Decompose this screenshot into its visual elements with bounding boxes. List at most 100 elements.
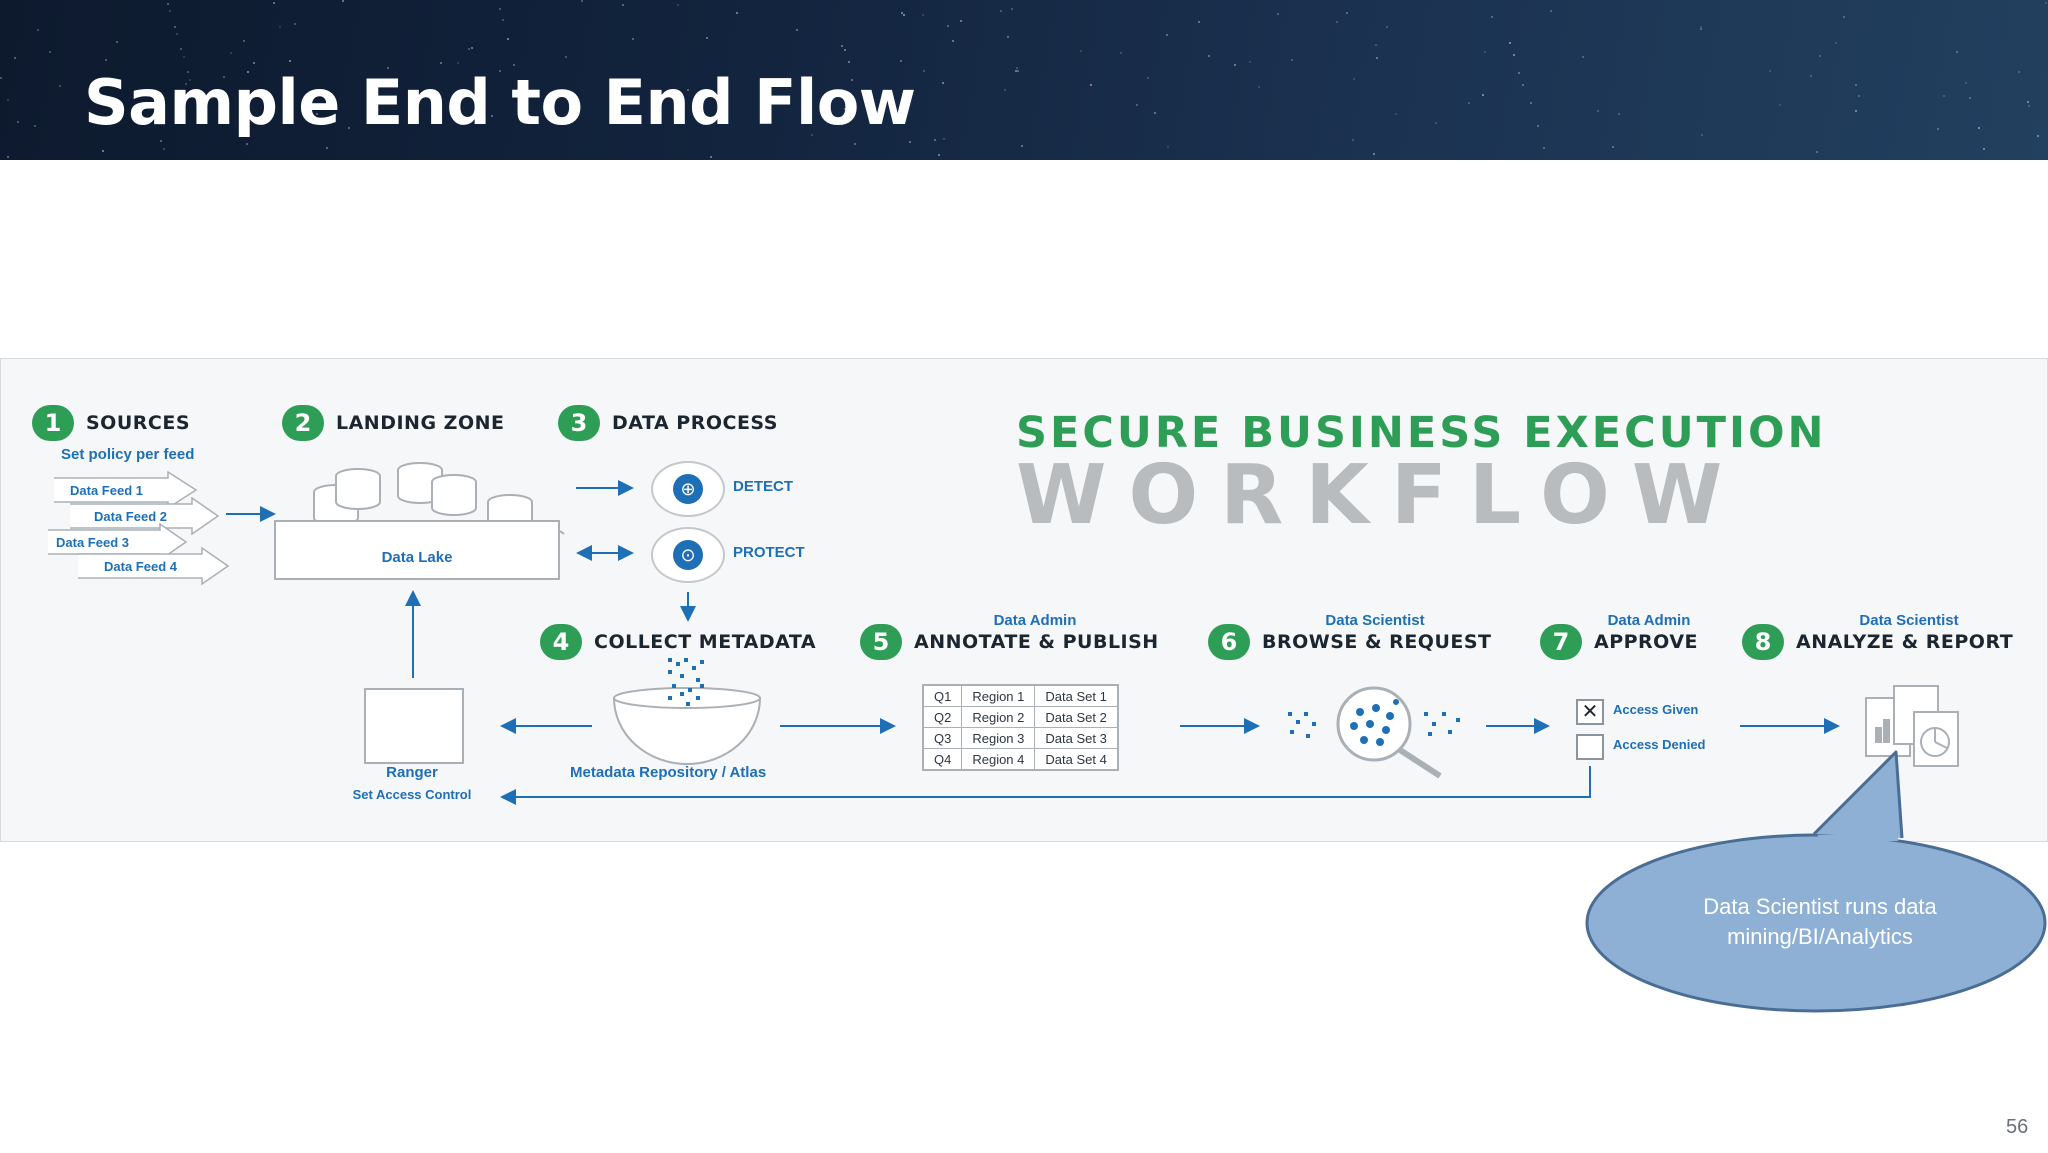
star-dot [230, 52, 232, 54]
metadata-bowl-icon [612, 658, 762, 765]
star-dot [952, 40, 954, 42]
step-5: 5 ANNOTATE & PUBLISH [860, 624, 1159, 660]
star-dot [189, 79, 191, 81]
star-dot [1147, 77, 1149, 79]
star-dot [1530, 102, 1532, 104]
table-cell: Data Set 4 [1034, 748, 1119, 771]
star-dot [1090, 84, 1092, 86]
dataset-table: Q1 Region 1 Data Set 1 Q2 Region 2 Data … [922, 684, 1119, 771]
star-dot [901, 12, 903, 14]
star-dot [1004, 89, 1006, 91]
star-dot [942, 82, 944, 84]
star-dot [706, 37, 708, 39]
star-dot [1978, 127, 1980, 129]
star-dot [1597, 110, 1599, 112]
star-dot [294, 23, 296, 25]
detect-label: DETECT [733, 478, 793, 495]
star-dot [1943, 95, 1945, 97]
table-cell: Q3 [922, 727, 963, 749]
table-cell: Region 2 [961, 706, 1036, 728]
step-label: DATA PROCESS [612, 412, 778, 434]
star-dot [1983, 148, 1985, 150]
star-dot [260, 116, 262, 118]
step-number: 8 [1742, 624, 1784, 660]
star-dot [1166, 34, 1168, 36]
star-dot [499, 70, 501, 72]
star-dot [523, 98, 525, 100]
star-dot [677, 4, 679, 6]
policy-label: Set policy per feed [61, 446, 195, 463]
star-dot [1612, 146, 1614, 148]
star-dot [2027, 101, 2029, 103]
access-denied-checkbox [1576, 734, 1604, 760]
ranger-label: Ranger [386, 764, 438, 781]
star-dot [2045, 2, 2047, 4]
star-dot [187, 71, 189, 73]
protect-icon: ⊙ [673, 540, 703, 570]
star-dot [841, 45, 843, 47]
star-dot [960, 20, 962, 22]
access-given-label: Access Given [1613, 702, 1699, 717]
star-dot [848, 61, 850, 63]
star-dot [1509, 42, 1511, 44]
table-cell: Data Set 3 [1034, 727, 1119, 749]
step-6-role: Data Scientist [1325, 612, 1425, 629]
star-dot [903, 14, 905, 16]
step-8: 8 ANALYZE & REPORT [1742, 624, 2013, 660]
step-number: 3 [558, 405, 600, 441]
workflow-subtitle: WORKFLOW [1016, 448, 1745, 543]
star-dot [1021, 145, 1023, 147]
detect-icon: ⊕ [673, 474, 703, 504]
star-dot [581, 0, 583, 2]
table-row: Q1 Region 1 Data Set 1 [922, 684, 1119, 707]
star-dot [553, 122, 555, 124]
star-dot [710, 156, 712, 158]
star-dot [1208, 55, 1210, 57]
star-dot [1810, 75, 1812, 77]
star-dot [49, 51, 51, 53]
callout-text: Data Scientist runs data mining/BI/Analy… [1703, 894, 1937, 949]
star-dot [1435, 122, 1437, 124]
table-cell: Q4 [922, 748, 963, 771]
star-dot [513, 64, 515, 66]
step-number: 2 [282, 405, 324, 441]
star-dot [163, 148, 165, 150]
star-dot [1779, 104, 1781, 106]
star-dot [1291, 59, 1293, 61]
star-dot [183, 56, 185, 58]
star-dot [326, 147, 328, 149]
star-dot [273, 2, 275, 4]
table-cell: Region 4 [961, 748, 1036, 771]
data-lake-label: Data Lake [381, 549, 453, 566]
star-dot [900, 60, 902, 62]
page-number: 56 [2006, 1116, 2029, 1138]
step-8-role: Data Scientist [1859, 612, 1959, 629]
search-magnifier-icon [1288, 686, 1460, 779]
star-dot [1965, 82, 1967, 84]
star-dot [34, 125, 36, 127]
star-dot [1582, 56, 1584, 58]
step-7: 7 APPROVE [1540, 624, 1698, 660]
step-6: 6 BROWSE & REQUEST [1208, 624, 1492, 660]
star-dot [176, 33, 178, 35]
star-dot [565, 56, 567, 58]
star-dot [457, 62, 459, 64]
star-dot [943, 138, 945, 140]
star-dot [1015, 70, 1017, 72]
star-dot [1277, 13, 1279, 15]
step-label: COLLECT METADATA [594, 631, 817, 653]
star-dot [1769, 70, 1771, 72]
star-dot [1386, 26, 1388, 28]
star-dot [1395, 113, 1397, 115]
protect-label: PROTECT [733, 544, 805, 561]
step-7-role: Data Admin [1607, 612, 1691, 629]
table-cell: Data Set 2 [1034, 706, 1119, 728]
star-dot [2037, 135, 2039, 137]
table-cell: Data Set 1 [1034, 684, 1119, 707]
table-row: Q3 Region 3 Data Set 3 [922, 727, 1119, 749]
star-dot [1855, 84, 1857, 86]
star-dot [1843, 16, 1845, 18]
star-dot [1154, 112, 1156, 114]
star-dot [1011, 8, 1013, 10]
step-2: 2 LANDING ZONE [282, 405, 504, 441]
